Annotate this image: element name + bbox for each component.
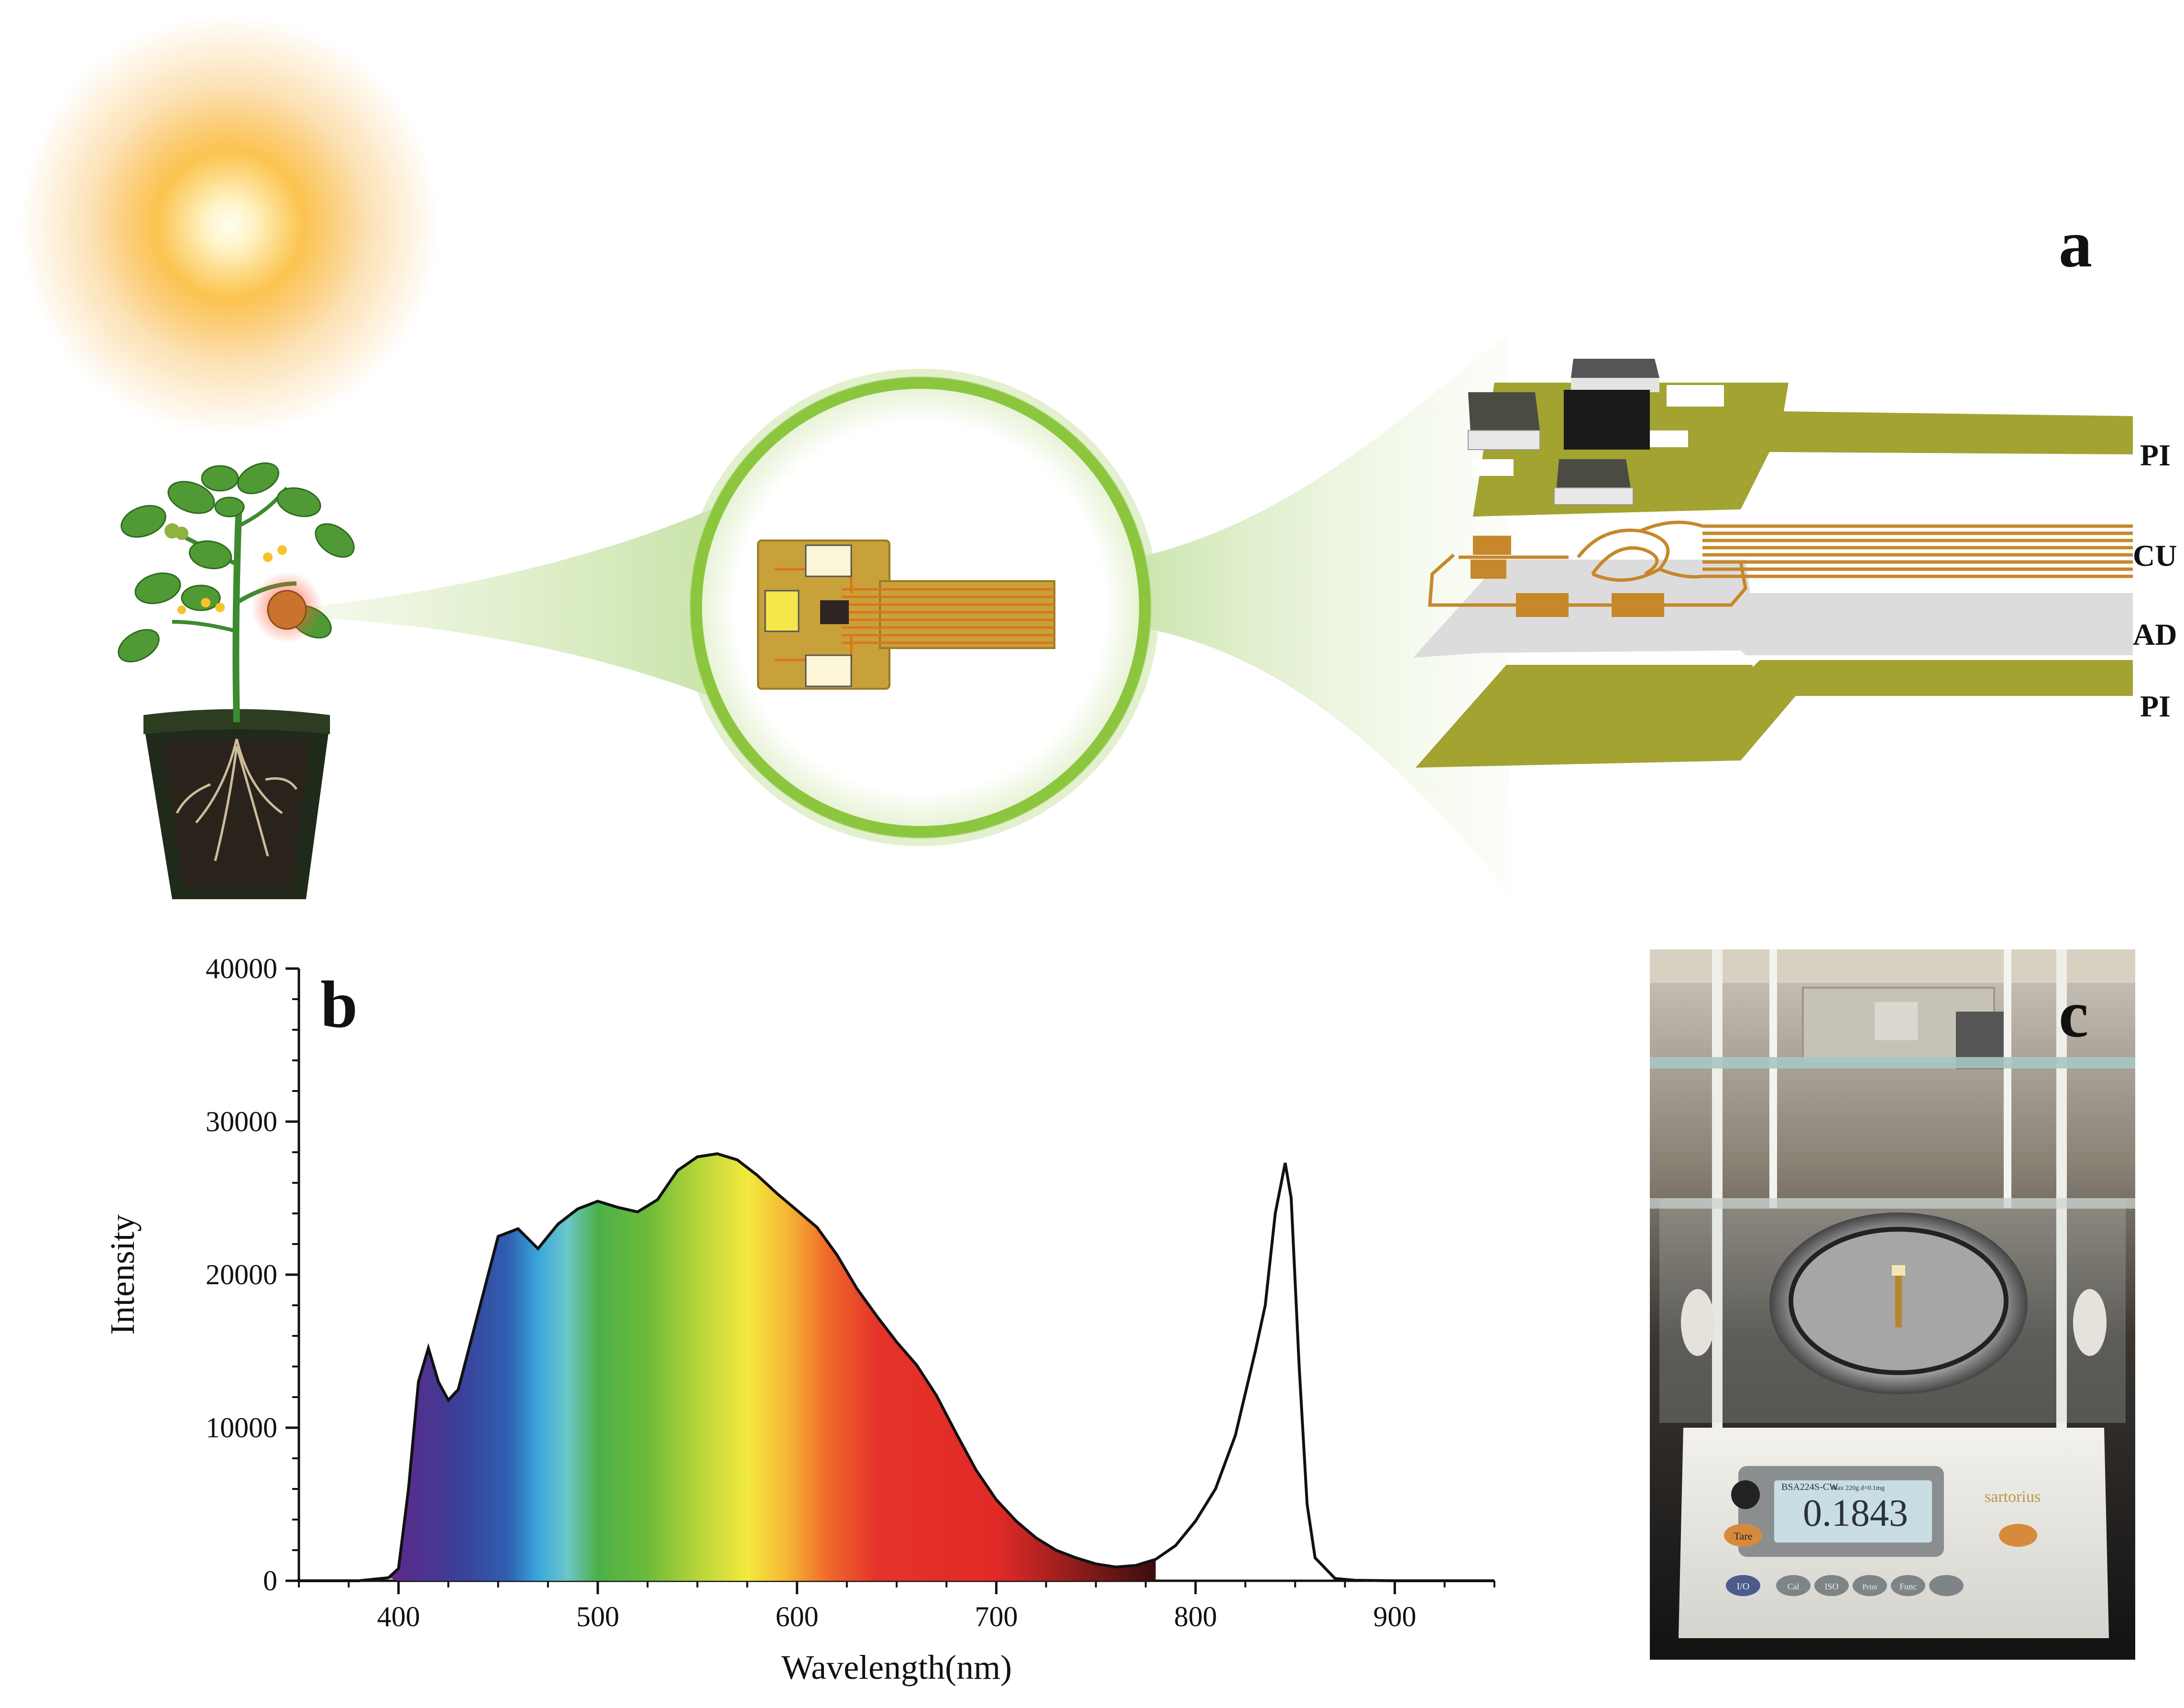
layer-label-ad: AD — [2133, 617, 2177, 651]
layer-cu — [1428, 520, 2133, 607]
balance-display — [1774, 1480, 1932, 1543]
layer-label-pi-bottom: PI — [2140, 689, 2171, 723]
layer-pi-bottom — [1416, 660, 2133, 768]
balance-brand: sartorius — [1985, 1488, 2041, 1506]
panel-b-letter: b — [320, 968, 358, 1042]
tare-button-right — [1999, 1524, 2037, 1547]
light-beam-left — [306, 502, 727, 703]
balance-readout: 0.1843 — [1803, 1492, 1908, 1534]
panel-c-letter: c — [2059, 977, 2089, 1051]
balance-photo: 0.1843 BSA224S-CW Max 220g d=0.1mg sarto… — [1650, 949, 2135, 1660]
y-tick-label: 0 — [263, 1565, 277, 1597]
layer-label-cu: CU — [2133, 539, 2177, 573]
x-axis-label: Wavelength(nm) — [781, 1648, 1012, 1686]
panel-a-illustration — [19, 14, 2133, 899]
svg-text:Tare: Tare — [1734, 1530, 1753, 1542]
chart-ticks: 400 500 600 700 800 900 0 10000 20000 30000 40000 — [206, 953, 1495, 1632]
layer-ad — [1413, 560, 2133, 658]
tare-button-left — [1724, 1524, 1762, 1547]
exploded-layers — [1413, 359, 2133, 768]
y-tick-label: 20000 — [206, 1259, 277, 1290]
x-tick-label: 600 — [776, 1601, 819, 1632]
x-tick-label: 500 — [576, 1601, 619, 1632]
x-tick-label: 400 — [377, 1601, 420, 1632]
y-tick-label: 30000 — [206, 1106, 277, 1137]
spectrum-curve — [299, 1152, 1494, 1582]
panel-a-letter: a — [2059, 207, 2092, 281]
svg-text:Func: Func — [1899, 1582, 1917, 1591]
x-tick-label: 900 — [1373, 1601, 1416, 1632]
power-button — [1726, 1575, 1760, 1596]
balance-model: BSA224S-CW — [1781, 1482, 1838, 1492]
svg-text:Print: Print — [1862, 1583, 1877, 1591]
sensor-sample — [1895, 1270, 1902, 1327]
balance-spec: Max 220g d=0.1mg — [1832, 1485, 1885, 1492]
y-tick-label: 10000 — [206, 1412, 277, 1444]
svg-text:ISO: ISO — [1824, 1582, 1838, 1591]
flexible-sensor-chip — [757, 540, 1055, 690]
smd-components — [1468, 359, 1659, 505]
x-tick-label: 800 — [1174, 1601, 1217, 1632]
sun — [19, 14, 440, 435]
potted-plant — [118, 462, 355, 899]
x-tick-label: 700 — [975, 1601, 1018, 1632]
y-tick-label: 40000 — [206, 953, 277, 984]
light-beam-right — [1100, 335, 1511, 894]
y-axis-label: Intensity — [103, 1214, 142, 1335]
svg-text:I/O: I/O — [1737, 1581, 1750, 1592]
layer-label-pi-top: PI — [2140, 438, 2171, 472]
spectrum-fill — [388, 1154, 1156, 1581]
svg-text:Cal: Cal — [1788, 1582, 1800, 1591]
